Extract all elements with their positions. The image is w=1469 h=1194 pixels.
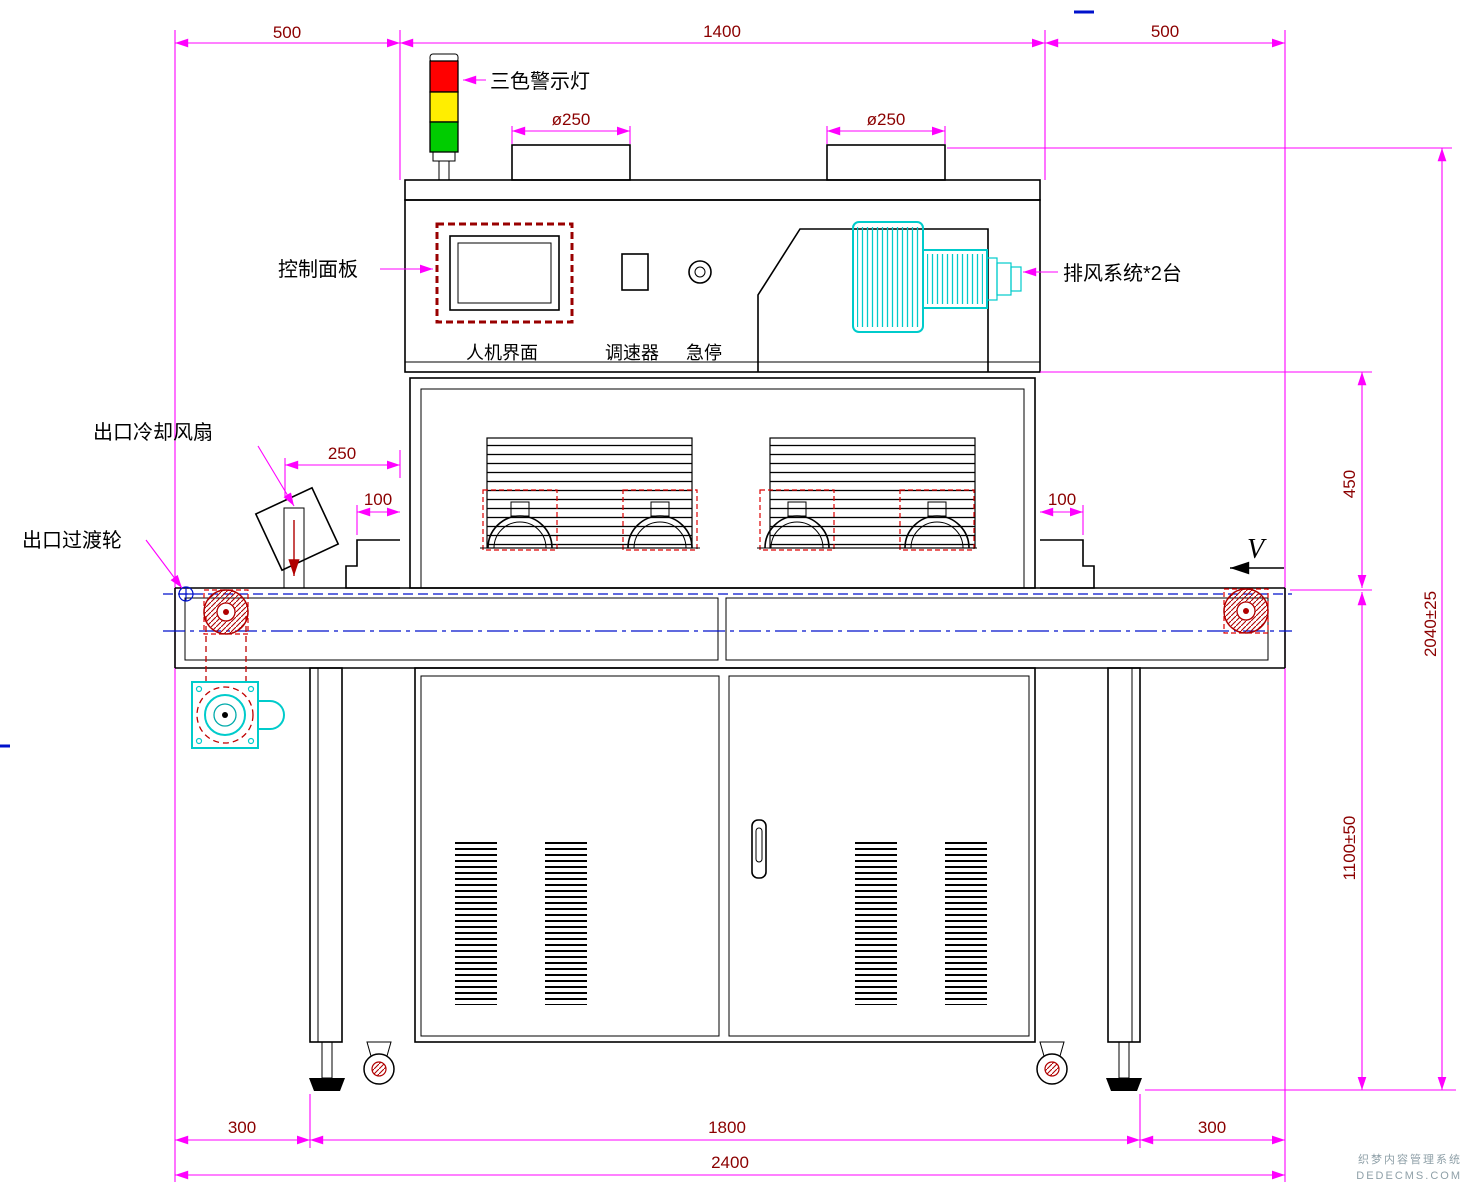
duct-right [826,144,946,181]
outlet-transition-wheel-label: 出口过渡轮 [22,529,122,552]
warning-light-tower: 三色警示灯 [429,53,590,181]
right-dimensions: 450 1100±50 2040±25 [947,147,1456,1091]
dim-top-left: 500 [273,23,301,42]
dim-bottom-center: 1800 [708,1118,746,1137]
exhaust-fan-system: 排风系统*2台 [757,221,1182,372]
emergency-stop-label: 急停 [686,343,722,363]
speed-controller-label: 调速器 [605,343,659,363]
duct-left [511,144,631,181]
door-handle[interactable] [751,819,767,879]
conveyor-roller-left [203,589,249,635]
watermark-line2: DEDECMS.COM [1356,1170,1462,1182]
watermark-line1: 织梦内容管理系统 [1358,1152,1462,1166]
warning-light-green [429,121,459,153]
dim-oven-height: 450 [1340,470,1359,498]
outlet-cooling-fan-group: 出口冷却风扇 250 100 100 [93,421,1095,589]
dim-bottom-left: 300 [228,1118,256,1137]
emergency-stop-button[interactable] [688,260,712,284]
vent-grille-3 [855,838,897,1005]
tunnel-foot-right [1040,539,1095,589]
control-cabinet: 人机界面 调速器 急停 控制面板 [278,179,1041,373]
hmi-screen[interactable] [449,235,560,311]
dim-top-center: 1400 [703,22,741,41]
outlet-cooling-fan-label: 出口冷却风扇 [93,421,213,444]
cabinet-door-right[interactable] [728,675,1030,1037]
oven-tunnel [409,377,1036,589]
dim-duct-left: ø250 [552,110,591,129]
base-cabinet [308,667,1143,1092]
dim-bottom-right: 300 [1198,1118,1226,1137]
exhaust-system-label: 排风系统*2台 [1063,262,1182,285]
exhaust-ducts: ø250 ø250 [511,110,946,181]
control-panel-label: 控制面板 [278,258,358,281]
leg-left [309,667,343,1043]
vent-grille-4 [945,838,987,1005]
heater-bank-right [769,437,976,549]
speed-controller-knob[interactable] [621,253,649,291]
warning-light-label: 三色警示灯 [490,70,590,93]
bottom-dimensions: 300 1800 300 2400 [175,1094,1285,1180]
warning-light-red [429,60,459,93]
leveling-foot-left [308,1041,346,1092]
dim-base-height: 1100±50 [1340,816,1359,881]
vent-grille-1 [455,838,497,1005]
motor-handle [258,700,285,730]
tunnel-foot-left [345,539,400,589]
caster-left [363,1041,395,1085]
drive-motor [191,616,285,749]
caster-right [1036,1041,1068,1085]
cabinet-door-left[interactable] [420,675,720,1037]
leg-right [1107,667,1141,1043]
leveling-foot-right [1105,1041,1143,1092]
watermark: 织梦内容管理系统 DEDECMS.COM [1356,1152,1462,1182]
cooling-fan-blade [254,486,340,572]
conveyor: 出口过渡轮 V [22,529,1292,669]
top-dimensions: 500 1400 500 [174,22,1286,1182]
dim-overall-height: 2040±25 [1421,591,1440,657]
conveyor-roller-right [1223,588,1269,634]
dim-duct-right: ø250 [867,110,906,129]
dim-right-foot: 100 [1048,490,1076,509]
hmi-label: 人机界面 [466,343,538,363]
direction-label: V [1247,534,1267,565]
misc-marks [0,10,1094,748]
dim-overall-width: 2400 [711,1153,749,1172]
warning-light-yellow [429,91,459,123]
vent-grille-2 [545,838,587,1005]
heater-bank-left [486,437,693,549]
dim-fan-offset: 250 [328,444,356,463]
dim-top-right: 500 [1151,22,1179,41]
dim-left-foot: 100 [364,490,392,509]
hmi-panel-frame [435,222,574,324]
